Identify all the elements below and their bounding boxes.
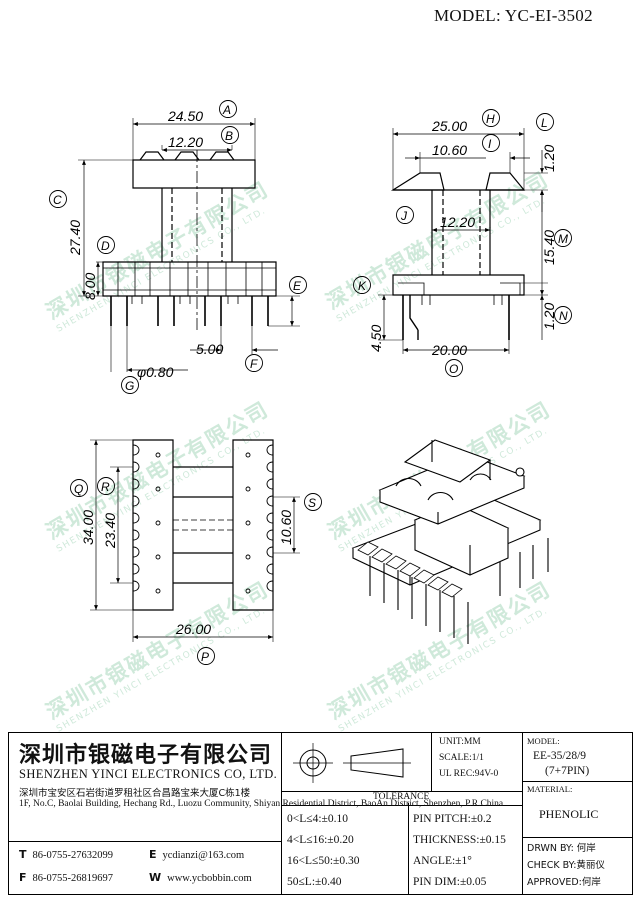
label-l: L [541, 116, 548, 130]
label-g: G [125, 379, 134, 393]
isometric-view [351, 439, 549, 644]
dim-k: 4.50 [368, 325, 384, 352]
material-title: MATERIAL: [527, 784, 573, 794]
label-o: O [449, 362, 458, 376]
tolerance-pin-dim: PIN DIM:±0.05 [413, 876, 487, 888]
ul-rec: UL REC:94V-0 [439, 769, 499, 779]
model-number: MODEL: YC-EI-3502 [434, 6, 593, 25]
dim-r: 23.40 [102, 513, 118, 549]
dim-d: 8.00 [82, 273, 98, 300]
dim-c: 27.40 [67, 220, 83, 256]
dim-p: 26.00 [175, 621, 211, 637]
tolerance-row: 0<L≤4:±0.10 [287, 813, 348, 825]
tolerance-row: 50≤L:±0.40 [287, 876, 342, 888]
dim-h: 25.00 [431, 118, 467, 134]
material-value: PHENOLIC [539, 807, 599, 821]
tolerance-pin-pitch: PIN PITCH:±0.2 [413, 813, 492, 825]
label-k: K [358, 279, 367, 293]
dim-q: 34.00 [80, 510, 96, 545]
dim-l: 1.20 [541, 145, 557, 172]
top-view-labels: 34.00 Q 23.40 R 10.60 S 26.00 P [74, 480, 316, 664]
label-i: I [488, 137, 492, 151]
model-title: MODEL: [527, 736, 560, 746]
top-view [70, 439, 322, 665]
label-p: P [201, 650, 209, 664]
check-by: CHECK BY:黄丽仪 [527, 860, 605, 871]
label-c: C [53, 193, 62, 207]
label-f: F [250, 357, 258, 371]
tolerance-angle: ANGLE:±1° [413, 855, 472, 867]
dim-b: 12.20 [168, 134, 203, 150]
dim-s: 10.60 [278, 510, 294, 545]
label-j: J [400, 209, 408, 223]
label-h: H [486, 112, 495, 126]
dim-i: 10.60 [432, 142, 467, 158]
dim-j: 12.20 [440, 214, 475, 230]
scale: SCALE:1/1 [439, 753, 484, 763]
dim-g: φ0.80 [137, 364, 174, 380]
company-name-en: SHENZHEN YINCI ELECTRONICS CO, LTD. [19, 767, 278, 781]
unit: UNIT:MM [439, 737, 481, 747]
approved-by: APPROVED:何岸 [527, 877, 601, 888]
dim-f: 5.00 [196, 341, 223, 357]
label-a: A [222, 103, 231, 117]
label-s: S [308, 496, 316, 510]
tolerance-row: 16<L≤50:±0.30 [287, 855, 360, 867]
front-view [49, 100, 307, 394]
projection-symbol [293, 743, 411, 783]
tolerance-thickness: THICKNESS:±0.15 [413, 834, 506, 846]
model-pins: (7+7PIN) [545, 765, 590, 777]
dim-n: 1.20 [541, 303, 557, 330]
label-n: N [559, 309, 568, 323]
address-cn: 深圳市宝安区石岩街道罗租社区合昌路宝来大厦C栋1楼 [19, 788, 251, 799]
label-r: R [101, 480, 110, 494]
tolerance-row: 4<L≤16:±0.20 [287, 834, 354, 846]
side-view-labels: 25.00 H 10.60 I 12.20 J 4.50 K 1.20 L 15… [358, 112, 568, 376]
company-name-cn: 深圳市银磁电子有限公司 [19, 743, 273, 768]
dim-o: 20.00 [431, 342, 467, 358]
title-block: 深圳市银磁电子有限公司 SHENZHEN YINCI ELECTRONICS C… [8, 732, 633, 895]
label-d: D [101, 239, 110, 253]
label-e: E [293, 279, 302, 293]
label-q: Q [74, 482, 83, 496]
dim-a: 24.50 [167, 108, 203, 124]
drawn-by: DRWN BY: 何岸 [527, 843, 596, 854]
label-b: B [225, 129, 233, 143]
dim-m: 15.40 [541, 230, 557, 265]
side-view [353, 109, 572, 377]
address-en: 1F, No.C, Baolai Building, Hechang Rd., … [19, 799, 504, 809]
model-value: EE-35/28/9 [533, 750, 587, 762]
label-m: M [558, 232, 568, 246]
tolerance-title: TOLERANCE [373, 792, 430, 802]
front-view-labels: 24.50 A 12.20 B 27.40 C 8.00 D E 5.00 F … [53, 103, 302, 393]
